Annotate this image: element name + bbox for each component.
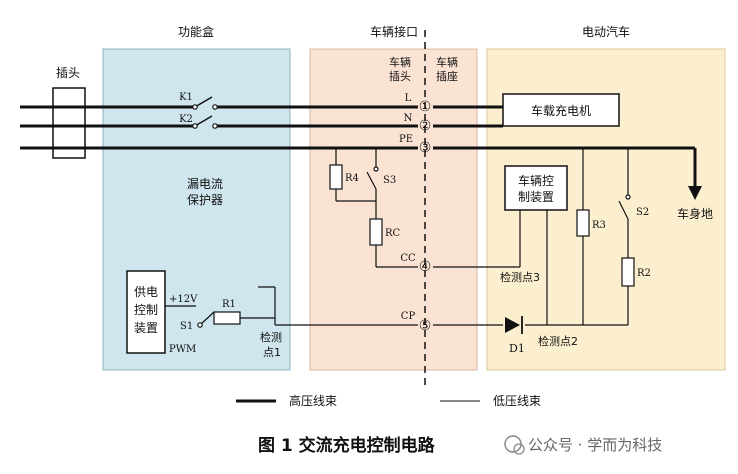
pin-2: ② (419, 118, 432, 134)
s1-label: S1 (180, 321, 193, 332)
ev-title: 电动汽车 (582, 24, 630, 39)
s3-switch (366, 171, 377, 190)
r1-label: R1 (222, 299, 236, 310)
k1-label: K1 (179, 92, 193, 103)
s3-label: S3 (383, 175, 396, 186)
k2-switch (194, 115, 213, 127)
pwm-label: PWM (169, 344, 196, 355)
leakage-label-1: 漏电流 (187, 177, 223, 191)
legend-high-voltage-label: 高压线束 (289, 393, 337, 408)
r4-resistor (329, 164, 343, 190)
function-box-title: 功能盒 (178, 24, 214, 39)
s2-contact-top (625, 194, 631, 200)
s1-switch (199, 311, 215, 326)
vehicle-plug-label-2: 插头 (389, 69, 411, 83)
plug-label: 插头 (56, 66, 80, 80)
on-board-charger-box (502, 93, 620, 127)
vehicle-controller-label-1: 车辆控 (518, 173, 554, 188)
supply-controller-label-3: 装置 (134, 321, 158, 335)
rc-label: RC (385, 228, 401, 239)
s1-contact (197, 322, 203, 328)
k2-label: K2 (179, 114, 193, 125)
label-n: N (404, 113, 413, 124)
d1-label: D1 (509, 342, 525, 355)
supply-controller-box (126, 270, 166, 354)
pin-4: ④ (419, 259, 432, 275)
supply-controller-label-1: 供电 (134, 285, 158, 299)
detect-point-1-label-1: 检测 (260, 330, 282, 344)
s2-label: S2 (636, 207, 649, 218)
k2-contact (192, 123, 198, 129)
body-ground-arrow (688, 186, 702, 200)
leakage-label-2: 保护器 (187, 193, 223, 207)
vehicle-plug-label-1: 车辆 (389, 55, 411, 69)
r2-resistor (621, 257, 635, 287)
k2-contact-2 (212, 123, 218, 129)
supply-controller-label-2: 控制 (134, 303, 158, 317)
label-cp: CP (401, 311, 416, 322)
r2-label: R2 (637, 268, 651, 279)
diode-d1 (505, 317, 520, 333)
r4-label: R4 (345, 173, 359, 184)
s3-contact-top (373, 166, 379, 172)
vehicle-interface-title: 车辆接口 (370, 24, 418, 39)
k1-switch (194, 96, 213, 108)
on-board-charger-label: 车载充电机 (531, 103, 591, 118)
plus-12v-label: +12V (169, 294, 198, 305)
k1-contact (192, 104, 198, 110)
r1-resistor (213, 311, 241, 325)
vehicle-controller-box (504, 165, 568, 211)
figure-caption: 图 1 交流充电控制电路 (258, 435, 436, 456)
body-ground-label: 车身地 (677, 206, 713, 221)
watermark-label: 公众号 · 学而为科技 (528, 436, 662, 454)
detect-point-2-label: 检测点2 (538, 334, 578, 348)
plug-body (52, 87, 86, 159)
vehicle-socket-label-2: 插座 (436, 69, 458, 83)
label-cc: CC (400, 253, 416, 264)
label-l: L (405, 93, 412, 104)
vehicle-socket-label-1: 车辆 (436, 55, 458, 69)
s2-switch (618, 200, 629, 220)
vehicle-interface-panel (309, 48, 478, 371)
rc-resistor (369, 218, 383, 246)
label-pe: PE (399, 134, 413, 145)
r3-label: R3 (592, 220, 606, 231)
pin-3: ③ (419, 140, 432, 156)
pin-5: ⑤ (419, 318, 432, 334)
detect-point-1-label-2: 点1 (263, 346, 281, 359)
wechat-icon-dot (513, 443, 525, 455)
legend-low-voltage-label: 低压线束 (493, 394, 541, 408)
pin-1: ① (419, 99, 432, 115)
detect-point-3-label: 检测点3 (500, 270, 540, 284)
r3-resistor (576, 209, 590, 237)
vehicle-controller-label-2: 制装置 (518, 190, 554, 204)
k1-contact-2 (212, 104, 218, 110)
